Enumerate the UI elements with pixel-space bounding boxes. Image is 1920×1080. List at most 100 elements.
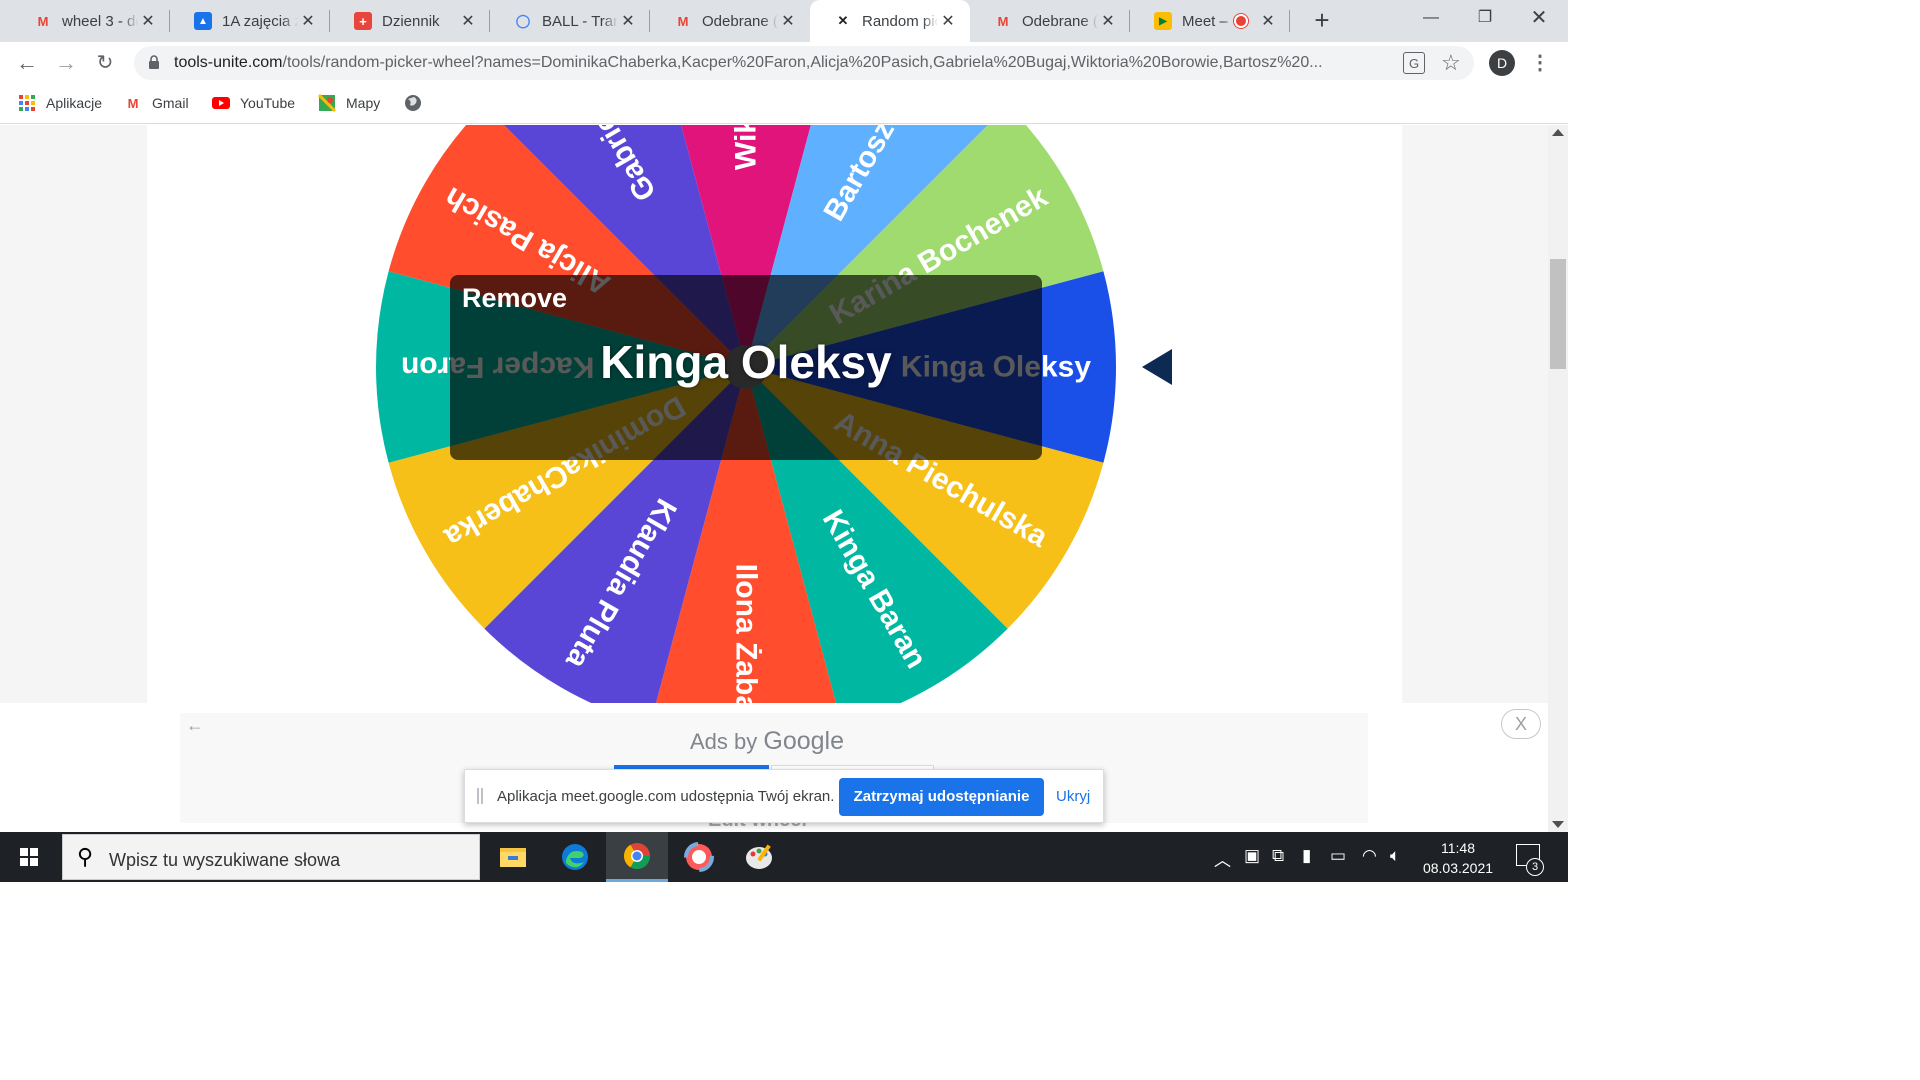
- tab-title: Odebrane (9: [702, 12, 778, 30]
- ad-banner: ← Ads by Google Edit wheel: [180, 713, 1368, 831]
- meet-icon: ▶: [1154, 12, 1172, 30]
- bookmarks-bar: Aplikacje M Gmail YouTube Mapy: [0, 84, 1568, 124]
- ad-button-outline[interactable]: [771, 765, 934, 771]
- notification-badge: 3: [1526, 858, 1544, 876]
- lock-icon: [149, 55, 159, 69]
- classroom-icon: ▲: [194, 12, 212, 30]
- tab-close-icon[interactable]: ✕: [1101, 13, 1115, 30]
- bookmark-globe[interactable]: [404, 94, 432, 112]
- search-icon: ⚲: [77, 844, 94, 869]
- back-button[interactable]: ←: [16, 50, 38, 75]
- url-host: tools-unite.com: [174, 54, 283, 71]
- stop-sharing-button[interactable]: Zatrzymaj udostępnianie: [839, 778, 1044, 816]
- bookmark-youtube[interactable]: YouTube: [212, 94, 295, 112]
- browser-menu-icon[interactable]: ⋮: [1530, 52, 1550, 74]
- taskbar-file-explorer[interactable]: [482, 832, 544, 882]
- tab-title: Meet – R: [1182, 12, 1234, 30]
- bookmark-maps[interactable]: Mapy: [318, 94, 380, 112]
- tab-close-icon[interactable]: ✕: [621, 13, 635, 30]
- tab-1[interactable]: ▲ 1A zajęcia z✕: [170, 0, 330, 42]
- taskbar-search[interactable]: ⚲ Wpisz tu wyszukiwane słowa: [62, 834, 480, 880]
- maps-icon: [318, 94, 336, 112]
- tray-volume-icon[interactable]: 🔈︎: [1390, 846, 1401, 865]
- drag-handle-icon[interactable]: [477, 788, 483, 804]
- ad-button-blue[interactable]: [614, 765, 769, 771]
- taskbar-app-colorful[interactable]: [668, 832, 730, 882]
- scroll-thumb[interactable]: [1550, 259, 1566, 369]
- tab-close-icon[interactable]: ✕: [301, 13, 315, 30]
- wheel-segment-label: Wiktoria B: [730, 125, 763, 170]
- folder-icon: [500, 848, 526, 867]
- tab-close-icon[interactable]: ✕: [941, 13, 955, 30]
- tab-separator: [649, 10, 650, 32]
- globe-icon: [405, 95, 421, 111]
- tray-battery-icon[interactable]: ▭: [1330, 846, 1347, 865]
- page-scrollbar[interactable]: [1548, 125, 1568, 832]
- winner-name: Kinga Oleksy: [600, 336, 892, 388]
- tab-2[interactable]: +Dziennik✕: [330, 0, 490, 42]
- photos-icon: [684, 842, 714, 872]
- tab-3[interactable]: ◯BALL - Transl✕: [490, 0, 650, 42]
- gmail-icon: M: [37, 13, 49, 29]
- ad-area: ← Ads by Google Edit wheel X: [0, 703, 1548, 832]
- maximize-button[interactable]: ❐: [1477, 9, 1493, 26]
- bookmark-maps-label: Mapy: [346, 95, 381, 111]
- google-text: Google: [763, 727, 845, 755]
- tray-screen-icon[interactable]: ⧉: [1272, 846, 1285, 865]
- star-icon[interactable]: ☆: [1441, 50, 1461, 75]
- tab-title: 1A zajęcia z: [222, 12, 298, 30]
- bookmark-gmail[interactable]: M Gmail: [124, 94, 189, 112]
- tray-wifi-icon[interactable]: ◠: [1362, 846, 1377, 865]
- wheel-segment: [681, 125, 811, 367]
- hide-banner-link[interactable]: Ukryj: [1056, 788, 1091, 805]
- tray-camera-icon[interactable]: ▣: [1244, 846, 1261, 865]
- clock-time: 11:48: [1441, 840, 1475, 856]
- remove-button[interactable]: Remove: [462, 283, 568, 313]
- tab-7[interactable]: ▶ Meet – R ✕: [1130, 0, 1290, 42]
- ad-back-arrow-icon[interactable]: ←: [186, 715, 204, 735]
- taskbar-edge[interactable]: [544, 832, 606, 882]
- recording-dot-icon: [1234, 14, 1248, 28]
- minimize-button[interactable]: —: [1423, 9, 1439, 26]
- profile-avatar[interactable]: D: [1489, 50, 1515, 76]
- tray-microphone-icon[interactable]: ▮: [1302, 846, 1312, 865]
- tab-close-icon[interactable]: ✕: [781, 13, 795, 30]
- start-button[interactable]: [0, 832, 58, 882]
- tab-title: Dziennik: [382, 12, 440, 30]
- url-text[interactable]: tools-unite.com/tools/random-picker-whee…: [174, 54, 1389, 72]
- close-window-button[interactable]: ✕: [1530, 7, 1548, 29]
- reload-button[interactable]: ↻: [96, 52, 114, 74]
- tray-chevron-up-icon[interactable]: ︿: [1214, 851, 1231, 870]
- windows-taskbar: ⚲ Wpisz tu wyszukiwane słowa ︿ ▣ ⧉ ▮ ▭ ◠…: [0, 832, 1568, 882]
- taskbar-paint[interactable]: [728, 832, 790, 882]
- tab-close-icon[interactable]: ✕: [461, 13, 475, 30]
- tools-icon: ✕: [837, 13, 849, 28]
- screen-share-banner: Aplikacja meet.google.com udostępnia Twó…: [464, 769, 1104, 823]
- chrome-icon: [623, 842, 651, 869]
- scroll-down-arrow-icon[interactable]: [1552, 821, 1564, 828]
- tab-title: BALL - Transl: [542, 12, 618, 30]
- bookmark-apps[interactable]: Aplikacje: [18, 94, 102, 112]
- windows-logo-icon: [20, 848, 38, 866]
- ads-by-text: Ads by: [690, 729, 758, 754]
- tab-close-icon[interactable]: ✕: [141, 13, 155, 30]
- wheel-segment-label: Ilona Żaba: [730, 564, 763, 713]
- taskbar-chrome[interactable]: [606, 832, 668, 882]
- address-bar[interactable]: tools-unite.com/tools/random-picker-whee…: [134, 46, 1474, 80]
- tab-separator: [169, 10, 170, 32]
- forward-button[interactable]: →: [55, 50, 77, 75]
- ad-close-button[interactable]: X: [1501, 709, 1541, 739]
- gmail-icon: M: [677, 13, 689, 29]
- tab-close-icon[interactable]: ✕: [1261, 13, 1275, 30]
- new-tab-button[interactable]: +: [1314, 5, 1330, 35]
- taskbar-clock[interactable]: 11:48 08.03.2021: [1418, 838, 1498, 878]
- gmail-icon: M: [997, 13, 1009, 29]
- bookmark-gmail-label: Gmail: [152, 95, 189, 111]
- tab-5[interactable]: ✕Random pick✕: [810, 0, 970, 42]
- tab-4[interactable]: M Odebrane (9✕: [650, 0, 810, 42]
- scroll-up-arrow-icon[interactable]: [1552, 129, 1564, 136]
- translate-icon[interactable]: G: [1403, 52, 1425, 74]
